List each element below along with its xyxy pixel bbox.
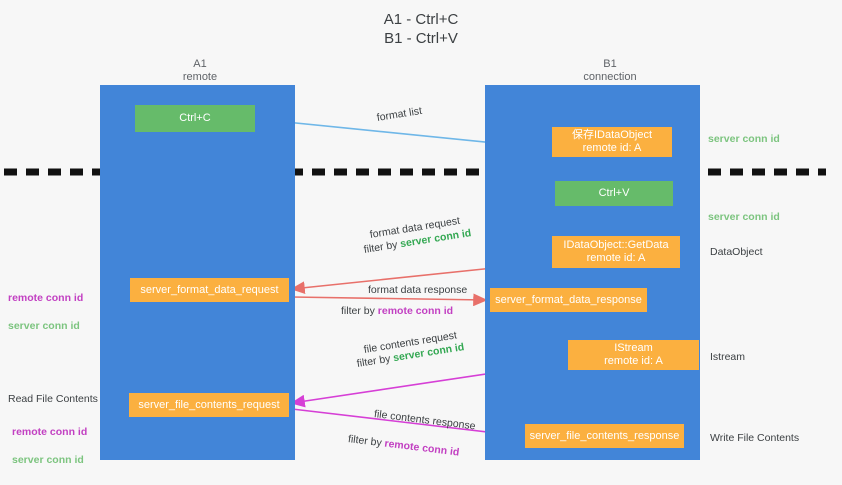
annotation-write-file-contents: Write File Contents	[710, 432, 800, 444]
filter-key-remote-conn-id: remote conn id	[377, 305, 454, 317]
annotation-dataobject: DataObject	[710, 246, 763, 258]
annotation-server-conn-id: server conn id	[8, 320, 80, 332]
annotation-remote-conn-id: remote conn id	[12, 426, 88, 438]
node-save-idataobject[interactable]: 保存IDataObject remote id: A	[552, 127, 672, 157]
node-idataobject-getdata[interactable]: IDataObject::GetData remote id: A	[552, 236, 680, 268]
column-header-b1: B1 connection	[583, 58, 637, 83]
filter-prefix: filter by	[341, 305, 378, 317]
annotation-read-file-contents: Read File Contents	[8, 393, 98, 405]
node-ctrl-c[interactable]: Ctrl+C	[135, 105, 255, 132]
annotation-conn-ids-upper: remote conn id server conn id	[8, 277, 83, 347]
annotation-server-conn-id-mid: server conn id	[708, 211, 780, 223]
filter-prefix: filter by	[347, 433, 386, 450]
node-server-file-contents-request[interactable]: server_file_contents_request	[129, 393, 289, 417]
node-server-format-data-response[interactable]: server_format_data_response	[490, 288, 647, 312]
connector-format-data-response	[291, 293, 488, 307]
annotation-server-conn-id-top: server conn id	[708, 133, 780, 145]
diagram-title: A1 - Ctrl+C B1 - Ctrl+V	[383, 11, 459, 47]
annotation-conn-ids-lower: remote conn id server conn id	[12, 411, 87, 481]
connector-file-contents-response	[291, 408, 523, 441]
edge-label-format-data-response: format data response	[368, 284, 468, 296]
node-ctrl-v[interactable]: Ctrl+V	[555, 181, 673, 206]
edge-label-format-data-response-filter: filter by remote conn id	[341, 304, 453, 319]
node-server-file-contents-response[interactable]: server_file_contents_response	[525, 424, 684, 448]
annotation-remote-conn-id: remote conn id	[8, 292, 84, 304]
annotation-server-conn-id: server conn id	[12, 454, 84, 466]
node-server-format-data-request[interactable]: server_format_data_request	[130, 278, 289, 302]
node-istream[interactable]: IStream remote id: A	[568, 340, 699, 370]
column-header-a1: A1 remote	[182, 58, 218, 83]
annotation-istream: Istream	[710, 351, 746, 363]
